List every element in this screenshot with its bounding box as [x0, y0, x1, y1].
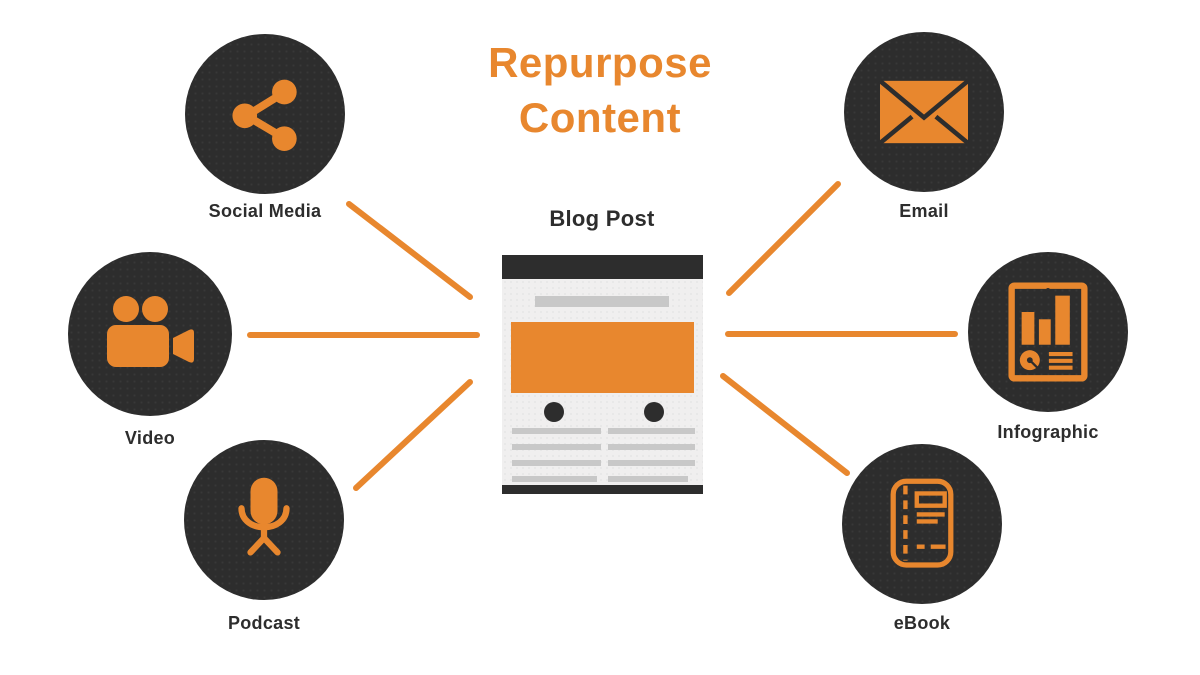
page-title: Repurpose Content [488, 39, 712, 141]
mockup-title-placeholder [535, 296, 669, 307]
ebook-circle [842, 444, 1002, 604]
book-icon [890, 478, 954, 568]
mockup-body [502, 279, 703, 485]
mockup-footer-bar [502, 485, 703, 494]
label-video: Video [124, 428, 176, 448]
node-ebook [842, 444, 1002, 604]
label-infographic: Infographic [997, 422, 1099, 442]
mockup-text-line [512, 428, 601, 434]
node-podcast [184, 440, 344, 600]
podcast-circle [184, 440, 344, 600]
blog-post-mockup [502, 255, 703, 494]
infographic-circle [968, 252, 1128, 412]
microphone-icon [238, 477, 290, 556]
mockup-text-line [512, 444, 601, 450]
video-camera-icon [107, 296, 194, 367]
mockup-text-line [608, 460, 695, 466]
mockup-text-line [512, 476, 597, 482]
connector-podcast [353, 379, 473, 491]
label-social-media: Social Media [208, 201, 322, 221]
share-icon [232, 79, 297, 151]
connector-email [726, 181, 841, 296]
mockup-text-line [608, 444, 695, 450]
chart-poster-icon [1008, 282, 1088, 382]
mockup-avatar-dot [544, 402, 564, 422]
mockup-header-bar [502, 255, 703, 279]
mockup-hero-image [511, 322, 694, 393]
envelope-icon [878, 79, 970, 145]
label-ebook: eBook [893, 613, 951, 633]
node-video [68, 252, 232, 416]
video-circle [68, 252, 232, 416]
mockup-text-line [512, 460, 601, 466]
node-social-media [185, 34, 345, 194]
mockup-text-line [608, 428, 695, 434]
node-email [844, 32, 1004, 192]
connector-social-media [346, 201, 473, 300]
mockup-text-line [608, 476, 688, 482]
connector-ebook [720, 373, 850, 476]
email-circle [844, 32, 1004, 192]
label-podcast: Podcast [227, 613, 301, 633]
social-media-circle [185, 34, 345, 194]
node-infographic [968, 252, 1128, 412]
label-email: Email [899, 201, 949, 221]
center-node-label: Blog Post [549, 206, 655, 231]
mockup-avatar-dot [644, 402, 664, 422]
